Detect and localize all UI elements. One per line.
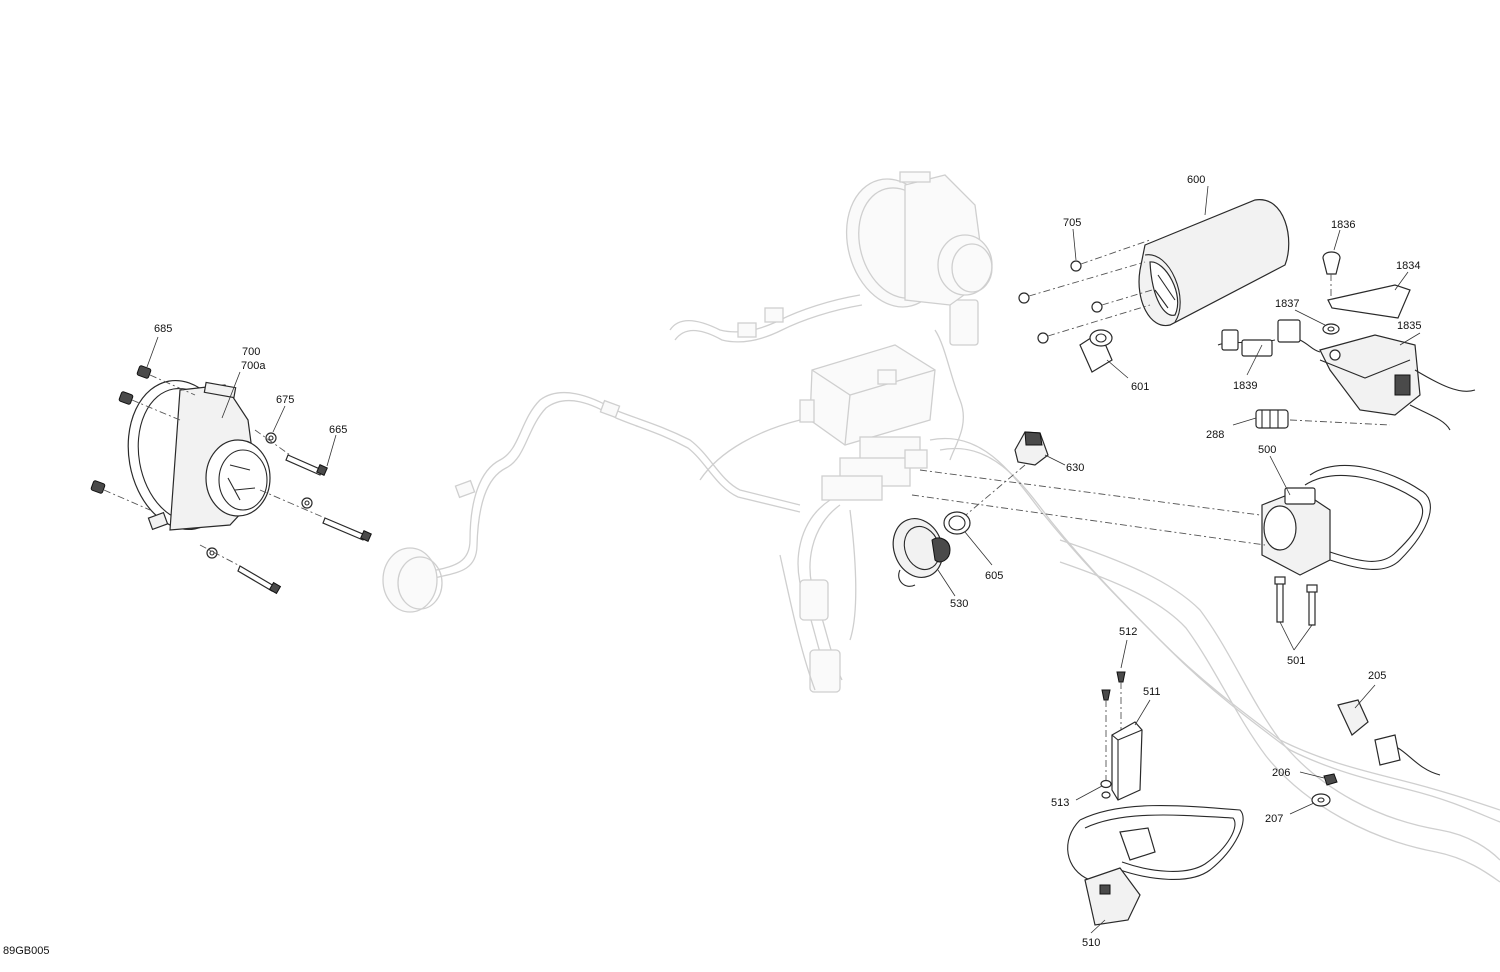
nut-ring-605 <box>943 511 971 535</box>
screws-705 <box>1018 239 1153 344</box>
callout-665: 665 <box>329 424 347 436</box>
callout-530: 530 <box>950 598 968 610</box>
callout-labels: 685 700 700a 675 665 600 705 601 1836 18… <box>3 174 1421 957</box>
spacer-601 <box>1079 329 1113 373</box>
callout-630: 630 <box>1066 462 1084 474</box>
headlight-assembly-left <box>127 379 271 531</box>
callout-675: 675 <box>276 394 294 406</box>
nut-206 <box>1323 773 1338 786</box>
screws-512 <box>1101 671 1126 780</box>
callout-206: 206 <box>1272 767 1290 779</box>
switch-assembly-500 <box>1261 465 1431 576</box>
washer-513 <box>1100 779 1112 799</box>
callout-1835: 1835 <box>1397 320 1421 332</box>
callout-700: 700 <box>242 346 260 358</box>
callout-1837: 1837 <box>1275 298 1299 310</box>
assembly-lines <box>911 469 1266 546</box>
light-bar-600 <box>1138 199 1290 327</box>
figure-code: 89GB005 <box>3 945 49 957</box>
callout-513: 513 <box>1051 797 1069 809</box>
connector-205 <box>1337 699 1441 776</box>
harness-1839 <box>1217 319 1321 357</box>
headlight-ghost-upper <box>845 171 993 308</box>
leader-lines <box>146 185 1421 934</box>
adjuster-screws-685 <box>90 365 196 511</box>
wiring-harness-ghost <box>382 294 1500 883</box>
callout-605: 605 <box>985 570 1003 582</box>
callout-500: 500 <box>1258 444 1276 456</box>
washer-207 <box>1311 793 1331 807</box>
callout-511: 511 <box>1143 686 1161 698</box>
screw-1836 <box>1322 251 1341 300</box>
screws-501 <box>1274 576 1318 626</box>
callout-700a: 700a <box>241 360 266 372</box>
callout-205: 205 <box>1368 670 1386 682</box>
callout-288: 288 <box>1206 429 1224 441</box>
connector-630 <box>959 431 1049 521</box>
connector-288 <box>1255 409 1391 429</box>
bracket-510 <box>1067 804 1244 926</box>
callout-207: 207 <box>1265 813 1283 825</box>
callout-1839: 1839 <box>1233 380 1257 392</box>
callout-600: 600 <box>1187 174 1205 186</box>
switch-housing-1835 <box>1319 334 1476 431</box>
socket-530 <box>892 518 951 587</box>
washers-675-bolts-665 <box>199 429 372 595</box>
washer-1837 <box>1322 323 1340 335</box>
callout-510: 510 <box>1082 937 1100 949</box>
callout-601: 601 <box>1131 381 1149 393</box>
callout-1834: 1834 <box>1396 260 1420 272</box>
callout-705: 705 <box>1063 217 1081 229</box>
callout-512: 512 <box>1119 626 1137 638</box>
callout-501: 501 <box>1287 655 1305 667</box>
callout-1836: 1836 <box>1331 219 1355 231</box>
callout-685: 685 <box>154 323 172 335</box>
bracket-511 <box>1111 721 1143 801</box>
bracket-1834 <box>1327 284 1411 319</box>
